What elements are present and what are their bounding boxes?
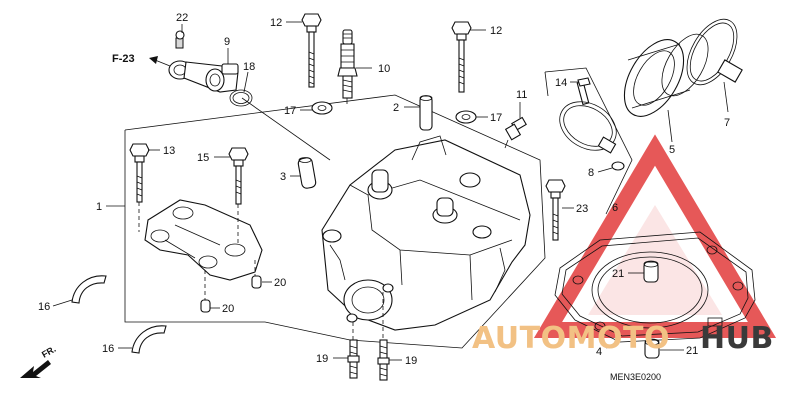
- stud-bolt-19-left: [347, 322, 360, 379]
- cylinder-head: [321, 135, 531, 331]
- reference-arrow: [149, 56, 171, 67]
- dowel-pin-2: [419, 95, 433, 131]
- callout-10: 10: [378, 63, 390, 75]
- cylinder-head-gasket: [554, 231, 756, 343]
- temperature-sensor: [504, 116, 527, 149]
- band-clamp-assembly: [544, 67, 633, 215]
- diagram-code: MEN3E0200: [610, 372, 661, 382]
- callout-23: 23: [576, 203, 588, 215]
- callout-13: 13: [163, 145, 175, 157]
- water-joint-assembly: [168, 30, 253, 107]
- callout-9: 9: [224, 36, 230, 48]
- front-label: FR.: [40, 344, 58, 360]
- spark-plug: [337, 29, 358, 104]
- bolt-23: [545, 179, 566, 241]
- callout-16-lower: 16: [102, 343, 114, 355]
- reference-label: F-23: [112, 53, 135, 65]
- assembly-frame: [124, 94, 546, 349]
- callout-7: 7: [724, 117, 730, 129]
- callout-6: 6: [612, 202, 618, 214]
- dowel-21-lower: [644, 338, 660, 359]
- callout-8: 8: [588, 167, 594, 179]
- callout-4: 4: [596, 346, 602, 358]
- watermark-text-automoto: AUTOMOTO: [472, 321, 670, 356]
- callout-3: 3: [280, 171, 286, 183]
- callout-14: 14: [555, 77, 567, 89]
- callout-22: 22: [176, 12, 188, 24]
- watermark-text-hub: HUB: [700, 321, 774, 356]
- dowel-21-upper: [643, 260, 659, 283]
- bolt-15: [228, 147, 249, 205]
- callout-1: 1: [96, 201, 102, 213]
- carburetor-insulator: [623, 18, 743, 117]
- dowel-pin-3: [297, 157, 317, 189]
- watermark-triangle: [533, 134, 777, 338]
- callout-17-right: 17: [490, 112, 502, 124]
- callout-21-lower: 21: [686, 345, 698, 357]
- callout-18: 18: [243, 61, 255, 73]
- bolt-12-right: [451, 21, 472, 93]
- washer-17-right: [455, 110, 477, 124]
- bolt-13: [129, 143, 150, 203]
- callout-5: 5: [669, 144, 675, 156]
- callout-labels: 22 9 12 12 18 10 14 7 11 2 17 17 13 15 5…: [38, 12, 730, 367]
- callout-17-left: 17: [284, 105, 296, 117]
- front-direction-arrow: [20, 360, 51, 378]
- callout-12-right: 12: [490, 25, 502, 37]
- callout-19-left: 19: [316, 353, 328, 365]
- callout-15: 15: [197, 152, 209, 164]
- callout-16-upper: 16: [38, 301, 50, 313]
- camshaft-holder: [138, 199, 263, 300]
- callout-12-left: 12: [270, 17, 282, 29]
- watermark-text: AUTOMOTO HUB: [472, 321, 774, 356]
- bolt-12-left: [301, 13, 322, 88]
- seal-16-lower: [131, 325, 167, 354]
- dowel-20-a: [251, 275, 262, 289]
- washer-17-left: [311, 101, 333, 115]
- callout-2: 2: [393, 102, 399, 114]
- callout-19-right: 19: [405, 355, 417, 367]
- seal-16-upper: [71, 275, 107, 304]
- leader-lines: [52, 21, 729, 361]
- callout-11: 11: [516, 89, 527, 101]
- callout-20-lower: 20: [222, 303, 234, 315]
- stud-bolt-19-right: [377, 292, 390, 381]
- callout-20-upper: 20: [274, 277, 286, 289]
- callout-21-upper: 21: [612, 268, 624, 280]
- dowel-20-b: [200, 299, 211, 313]
